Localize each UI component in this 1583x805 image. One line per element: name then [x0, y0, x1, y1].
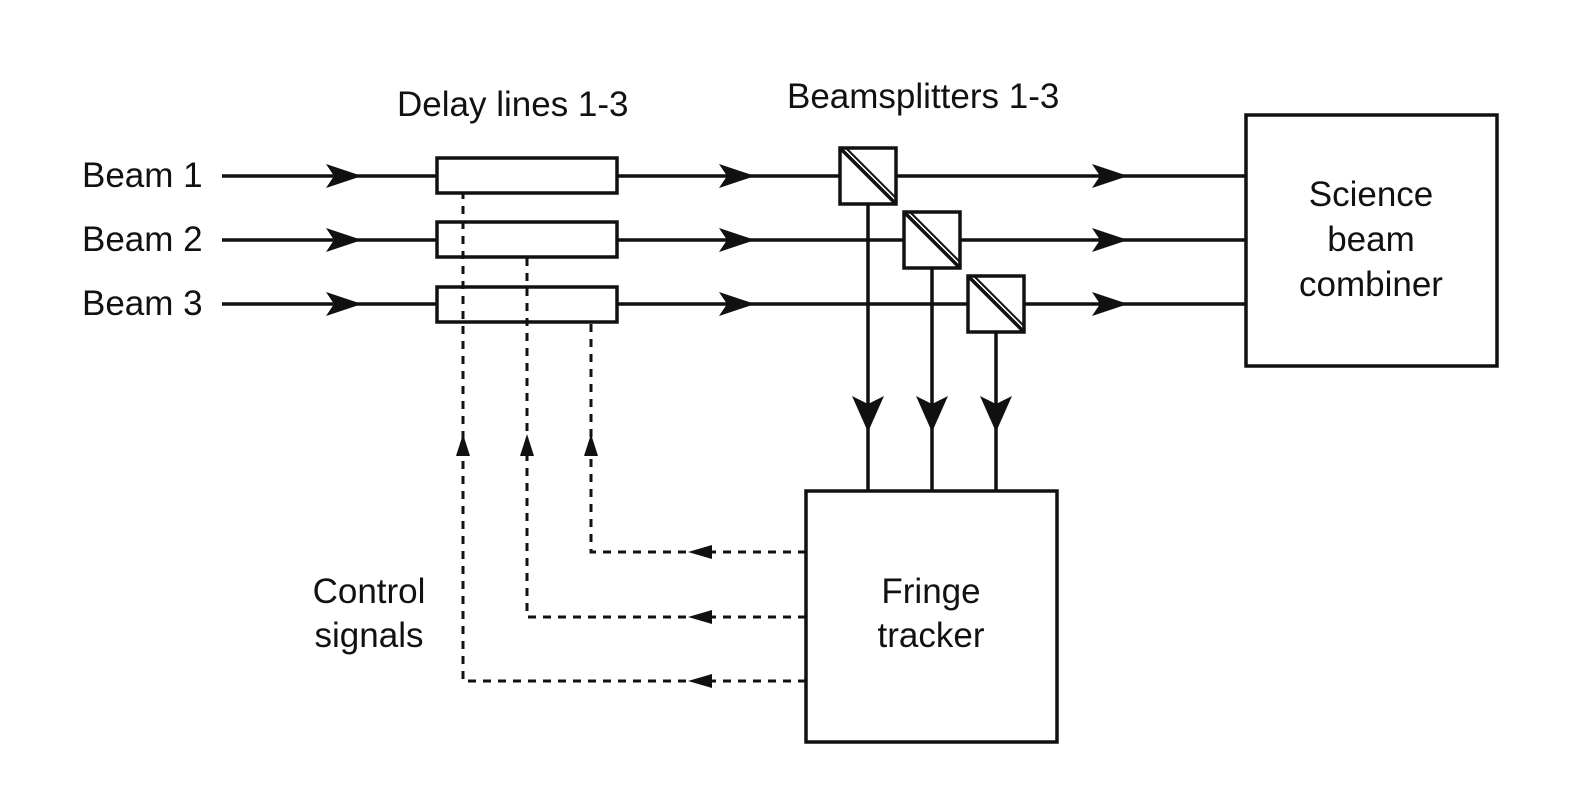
delay-line-1: [435, 156, 619, 195]
arrow-right-icon: [326, 228, 362, 252]
control-up-arrows: [456, 434, 598, 456]
control-signals-line-2: signals: [315, 616, 424, 655]
arrow-up-icon: [520, 434, 534, 456]
arrow-right-icon: [326, 292, 362, 316]
science-combiner-line-1: Science: [1309, 175, 1434, 214]
beamsplitter-2: [902, 210, 962, 270]
arrow-left-icon: [688, 610, 712, 624]
delay-line-2: [435, 220, 619, 259]
arrow-down-icon: [852, 396, 884, 432]
arrow-right-icon: [1092, 228, 1128, 252]
beamsplitters-label: Beamsplitters 1-3: [787, 77, 1059, 116]
science-beam-combiner: Science beam combiner: [1244, 113, 1499, 368]
arrow-up-icon: [584, 434, 598, 456]
beam-1-label: Beam 1: [82, 156, 203, 195]
arrow-right-icon: [326, 164, 362, 188]
arrow-up-icon: [456, 434, 470, 456]
control-left-arrows: [688, 545, 712, 688]
beam-1-arrows: [326, 164, 1128, 188]
beam-2-arrows: [326, 228, 1128, 252]
arrow-left-icon: [688, 545, 712, 559]
control-signal-3: [589, 322, 806, 554]
control-signals-line-1: Control: [313, 572, 426, 611]
fringe-tracker: Fringe tracker: [804, 489, 1059, 744]
beam-2-label: Beam 2: [82, 220, 203, 259]
arrow-down-icon: [916, 396, 948, 432]
arrow-right-icon: [1092, 292, 1128, 316]
control-signal-2: [525, 257, 806, 619]
control-signal-1: [461, 193, 806, 683]
arrow-right-icon: [719, 228, 755, 252]
science-combiner-line-3: combiner: [1299, 265, 1443, 304]
science-combiner-line-2: beam: [1327, 220, 1415, 259]
delay-lines-label: Delay lines 1-3: [397, 85, 629, 124]
fringe-tracker-line-1: Fringe: [881, 572, 980, 611]
fringe-tracker-line-2: tracker: [878, 616, 985, 655]
beam-3-label: Beam 3: [82, 284, 203, 323]
beam-3-arrows: [326, 292, 1128, 316]
arrow-right-icon: [719, 292, 755, 316]
arrow-left-icon: [688, 674, 712, 688]
arrow-right-icon: [1092, 164, 1128, 188]
pickoff-arrows: [852, 396, 1012, 432]
arrow-right-icon: [719, 164, 755, 188]
beamsplitter-1: [838, 146, 898, 206]
arrow-down-icon: [980, 396, 1012, 432]
beamsplitter-3: [966, 274, 1026, 334]
